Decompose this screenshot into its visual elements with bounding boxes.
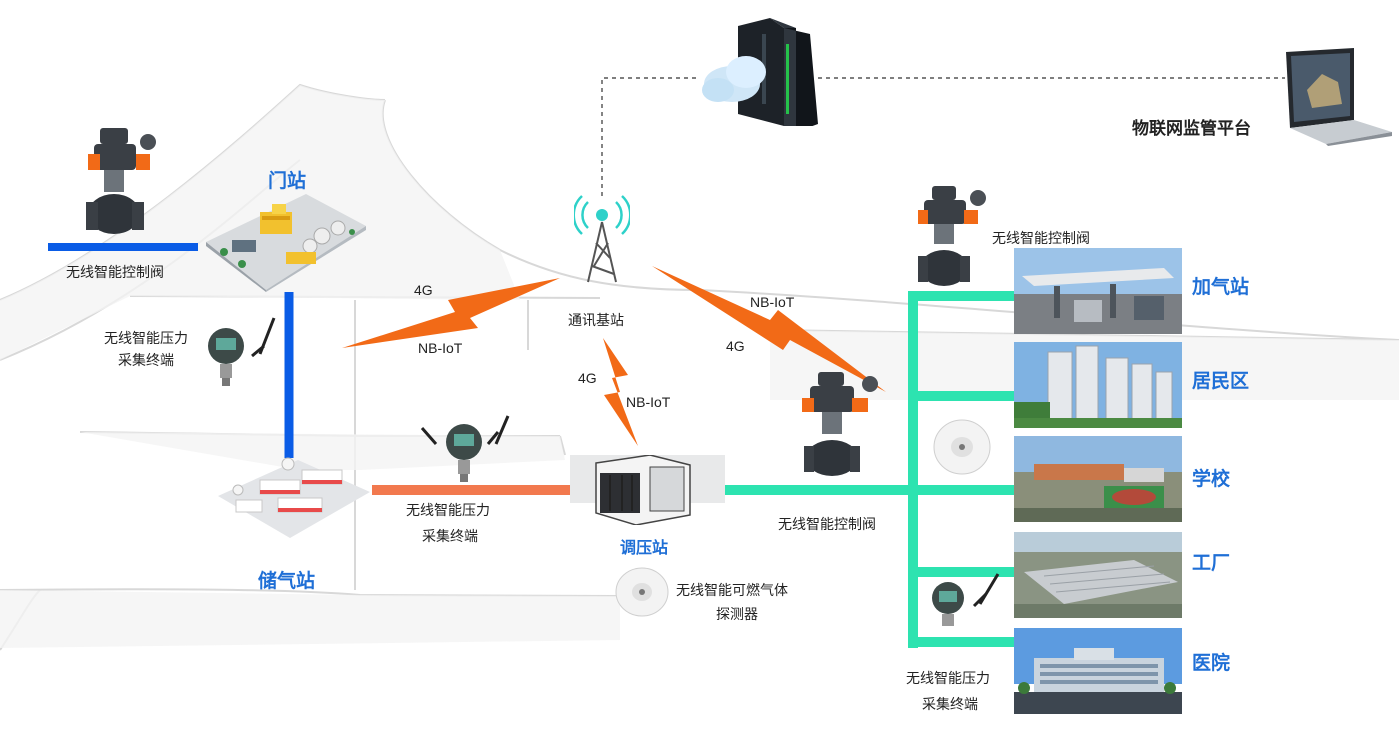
signal-label-mid-nbiot: NB-IoT — [626, 394, 671, 410]
consumer-label-hospital: 医院 — [1192, 653, 1231, 674]
gas-station-photo — [1014, 248, 1182, 334]
pressure-gate-label-2: 采集终端 — [118, 352, 174, 368]
gate-station-label: 门站 — [268, 171, 307, 192]
valve-top-right-label: 无线智能控制阀 — [992, 230, 1090, 246]
consumer-label-factory: 工厂 — [1192, 553, 1231, 574]
control-valve-icon — [80, 126, 170, 242]
hospital-photo — [1014, 628, 1182, 714]
valve-gate-label: 无线智能控制阀 — [66, 264, 164, 280]
consumer-label-school: 学校 — [1192, 469, 1231, 490]
gas-detector-icon — [932, 418, 992, 476]
detector-label-2: 探测器 — [716, 606, 758, 622]
tower-label: 通讯基站 — [568, 312, 624, 328]
pressure-terminal-icon — [418, 410, 514, 484]
signal-label-mid-4g: 4G — [578, 370, 597, 386]
regulator-station-label: 调压站 — [620, 540, 669, 557]
signal-label-right-4g: 4G — [726, 338, 745, 354]
signal-label-left-4g: 4G — [414, 282, 433, 298]
school-photo — [1014, 436, 1182, 522]
laptop-icon — [1282, 48, 1394, 146]
signal-bolt-left — [342, 278, 560, 348]
pressure-bottom-right-label-1: 无线智能压力 — [906, 670, 990, 686]
pressure-terminal-icon — [204, 316, 284, 388]
detector-label-1: 无线智能可燃气体 — [676, 582, 788, 598]
storage-station-illustration — [218, 456, 370, 540]
signal-label-right-nbiot: NB-IoT — [750, 294, 795, 310]
gate-station-illustration — [202, 194, 368, 292]
signal-bolt-right — [652, 266, 886, 392]
factory-photo — [1014, 532, 1182, 618]
storage-station-label: 储气站 — [258, 571, 316, 592]
cloud-server-icon — [700, 14, 820, 132]
signal-bolt-mid — [603, 338, 638, 446]
gas-detector-icon — [614, 566, 670, 618]
consumer-label-gas-station: 加气站 — [1192, 277, 1250, 298]
tower-icon — [572, 188, 632, 284]
control-valve-icon — [800, 370, 888, 482]
pressure-mid-label-2: 采集终端 — [422, 528, 478, 544]
valve-mid-label: 无线智能控制阀 — [778, 516, 876, 532]
pressure-terminal-icon — [928, 570, 1008, 636]
platform-label: 物联网监管平台 — [1132, 119, 1251, 138]
consumer-label-residential: 居民区 — [1192, 371, 1250, 392]
control-valve-icon — [912, 184, 996, 294]
signal-label-left-nbiot: NB-IoT — [418, 340, 463, 356]
pressure-mid-label-1: 无线智能压力 — [406, 502, 490, 518]
pressure-bottom-right-label-2: 采集终端 — [922, 696, 978, 712]
residential-photo — [1014, 342, 1182, 428]
regulator-station-illustration — [570, 454, 725, 526]
pressure-gate-label-1: 无线智能压力 — [104, 330, 188, 346]
